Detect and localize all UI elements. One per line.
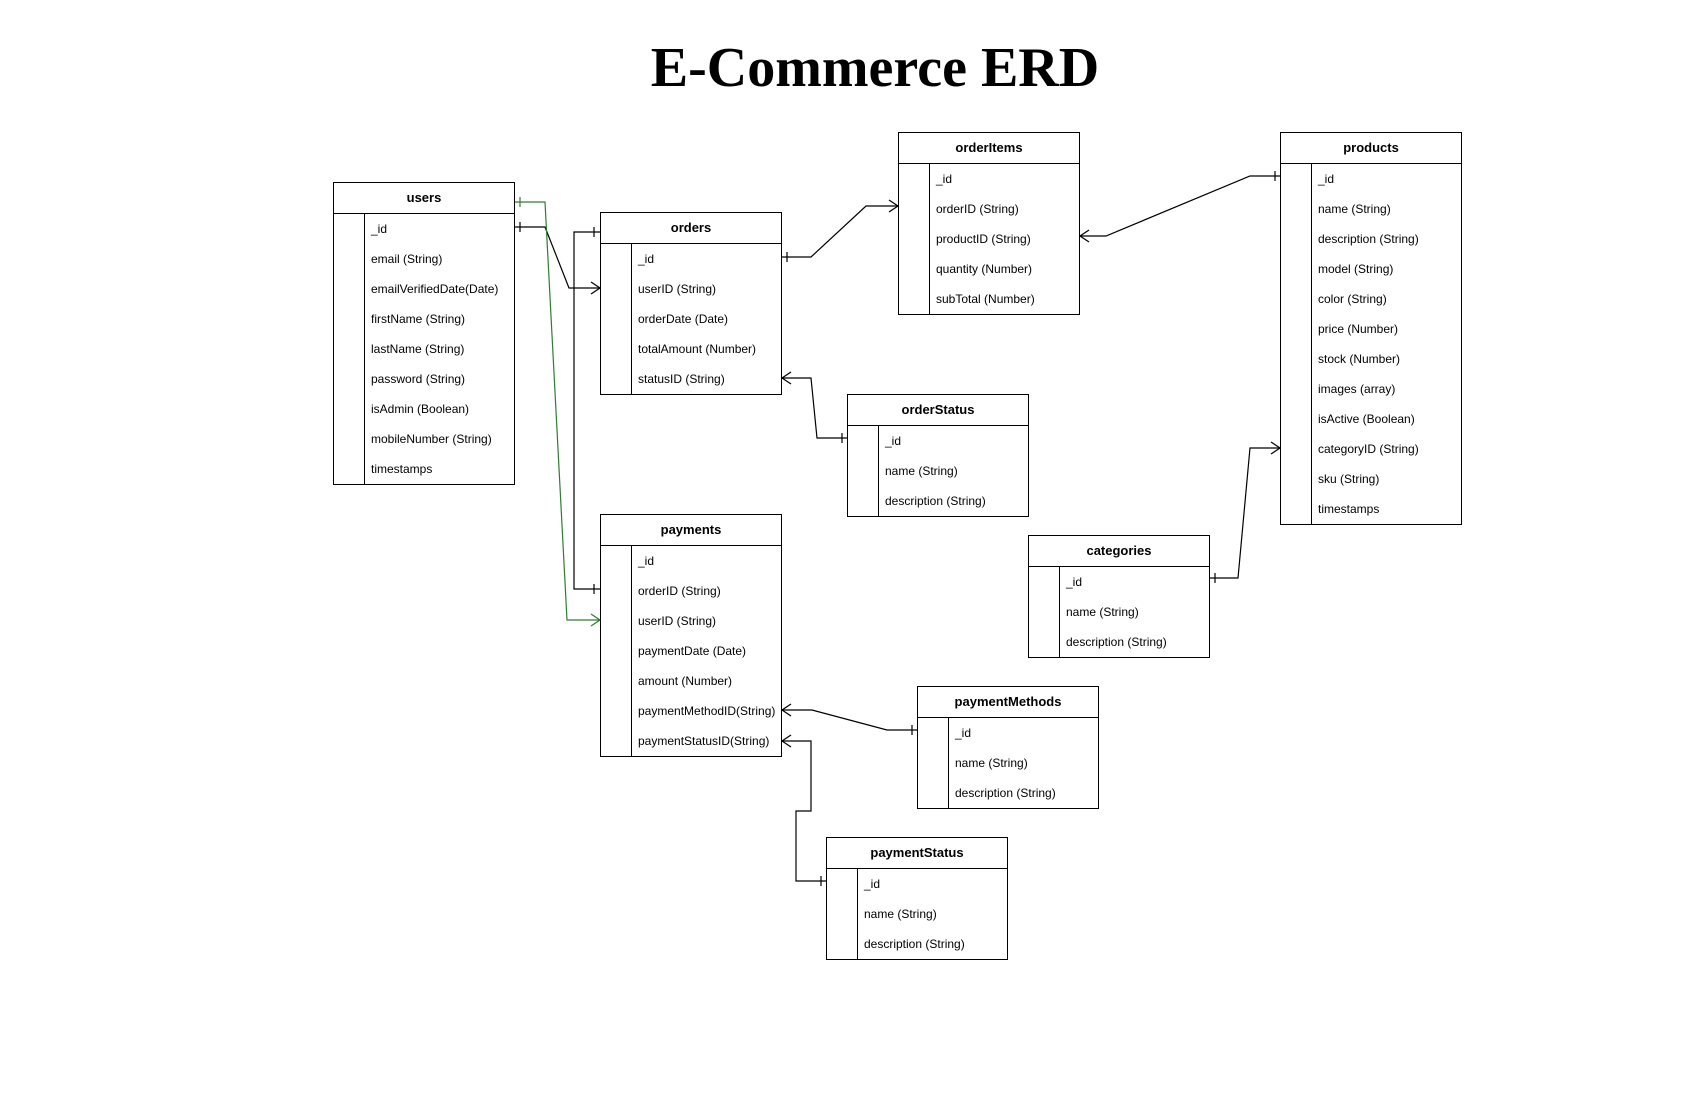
entity-header-categories: categories (1029, 536, 1209, 567)
entity-fields-orderitems: _id orderID (String) productID (String) qua… (899, 164, 1079, 314)
field-paymentstatus-1[interactable]: name (String) (864, 907, 937, 921)
field-orderstatus-2[interactable]: description (String) (885, 494, 986, 508)
rel-users-orders (515, 222, 601, 295)
field-orderstatus-0[interactable]: _id (885, 434, 902, 448)
entity-header-paymentmethods: paymentMethods (918, 687, 1098, 718)
key-column (1029, 567, 1060, 657)
rel-payments-paymentmethods (781, 703, 917, 735)
field-orderitems-1[interactable]: orderID (String) (936, 202, 1019, 216)
rel-orders-payments (573, 227, 600, 594)
field-orders-1[interactable]: userID (String) (638, 282, 717, 296)
diagram-title: E-Commerce ERD (650, 37, 1100, 99)
field-products-6[interactable]: stock (Number) (1318, 352, 1401, 366)
field-paymentmethods-2[interactable]: description (String) (955, 786, 1056, 800)
field-products-0[interactable]: _id (1318, 172, 1335, 186)
entity-fields-payments: _id orderID (String) userID (String) paymen… (601, 546, 781, 756)
field-products-5[interactable]: price (Number) (1318, 322, 1399, 336)
field-payments-0[interactable]: _id (638, 554, 655, 568)
entity-orderitems[interactable]: orderItems _id orderID (String) productID (… (898, 132, 1080, 315)
field-paymentmethods-0[interactable]: _id (955, 726, 972, 740)
rel-products-orderitems (1079, 171, 1280, 243)
field-users-6[interactable]: isAdmin (Boolean) (371, 402, 470, 416)
field-categories-2[interactable]: description (String) (1066, 635, 1167, 649)
field-products-4[interactable]: color (String) (1318, 292, 1387, 306)
entity-fields-orders: _id userID (String) orderDate (Date) totalA… (601, 244, 781, 394)
rel-categories-products (1210, 441, 1281, 583)
field-users-5[interactable]: password (String) (371, 372, 466, 386)
field-users-4[interactable]: lastName (String) (371, 342, 465, 356)
field-users-8[interactable]: timestamps (371, 462, 433, 476)
field-paymentmethods-1[interactable]: name (String) (955, 756, 1028, 770)
key-column (918, 718, 949, 808)
field-products-8[interactable]: isActive (Boolean) (1318, 412, 1415, 426)
field-products-11[interactable]: timestamps (1318, 502, 1380, 516)
field-payments-5[interactable]: paymentMethodID(String) (638, 704, 776, 718)
entity-header-users: users (334, 183, 514, 214)
field-products-9[interactable]: categoryID (String) (1318, 442, 1419, 456)
field-payments-2[interactable]: userID (String) (638, 614, 717, 628)
entity-header-orderstatus: orderStatus (848, 395, 1028, 426)
field-products-7[interactable]: images (array) (1318, 382, 1396, 396)
rel-payments-paymentstatus (781, 734, 826, 886)
field-categories-0[interactable]: _id (1066, 575, 1083, 589)
key-column (334, 214, 365, 484)
key-column (601, 244, 632, 394)
field-orderitems-0[interactable]: _id (936, 172, 953, 186)
field-users-1[interactable]: email (String) (371, 252, 443, 266)
entity-header-orderitems: orderItems (899, 133, 1079, 164)
field-users-0[interactable]: _id (371, 222, 388, 236)
field-users-3[interactable]: firstName (String) (371, 312, 466, 326)
entity-header-orders: orders (601, 213, 781, 244)
entity-header-products: products (1281, 133, 1461, 164)
field-orderitems-4[interactable]: subTotal (Number) (936, 292, 1035, 306)
key-column (899, 164, 930, 314)
rel-users-payments (515, 197, 601, 627)
key-column (601, 546, 632, 756)
field-orderitems-2[interactable]: productID (String) (936, 232, 1031, 246)
field-payments-4[interactable]: amount (Number) (638, 674, 733, 688)
rel-orders-orderstatus (781, 371, 847, 443)
entity-header-payments: payments (601, 515, 781, 546)
field-products-3[interactable]: model (String) (1318, 262, 1394, 276)
field-payments-1[interactable]: orderID (String) (638, 584, 721, 598)
key-column (848, 426, 879, 516)
field-categories-1[interactable]: name (String) (1066, 605, 1139, 619)
field-users-7[interactable]: mobileNumber (String) (371, 432, 492, 446)
field-paymentstatus-2[interactable]: description (String) (864, 937, 965, 951)
field-payments-3[interactable]: paymentDate (Date) (638, 644, 747, 658)
field-paymentstatus-0[interactable]: _id (864, 877, 881, 891)
rel-orders-orderitems (782, 199, 899, 262)
field-orders-3[interactable]: totalAmount (Number) (638, 342, 757, 356)
field-orderstatus-1[interactable]: name (String) (885, 464, 958, 478)
field-products-1[interactable]: name (String) (1318, 202, 1391, 216)
field-orders-0[interactable]: _id (638, 252, 655, 266)
field-orderitems-3[interactable]: quantity (Number) (936, 262, 1033, 276)
key-column (1281, 164, 1312, 524)
key-column (827, 869, 858, 959)
field-products-10[interactable]: sku (String) (1318, 472, 1380, 486)
entity-header-paymentstatus: paymentStatus (827, 838, 1007, 869)
field-users-2[interactable]: emailVerifiedDate(Date) (371, 282, 499, 296)
field-products-2[interactable]: description (String) (1318, 232, 1419, 246)
field-orders-2[interactable]: orderDate (Date) (638, 312, 729, 326)
field-payments-6[interactable]: paymentStatusID(String) (638, 734, 770, 748)
entity-payments[interactable]: payments _id orderID (String) userID (Strin… (600, 514, 782, 757)
entity-orders[interactable]: orders _id userID (String) orderDate (Date)… (600, 212, 782, 395)
field-orders-4[interactable]: statusID (String) (638, 372, 725, 386)
